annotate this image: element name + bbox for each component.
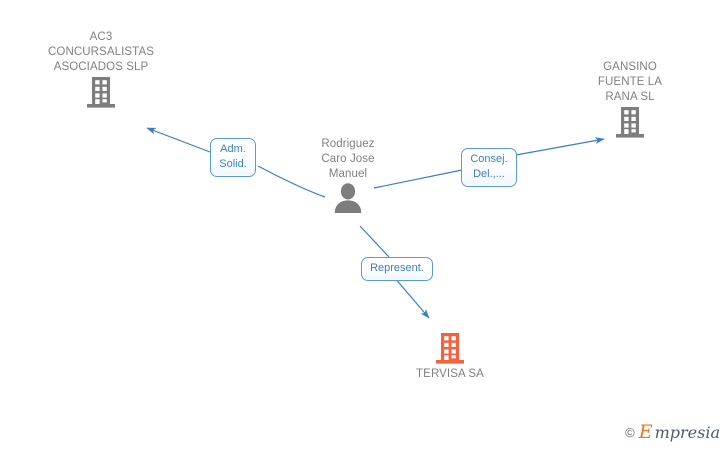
node-person-rodriguez-caro-jose-manuel[interactable]: Rodriguez Caro Jose Manuel [273,137,423,214]
brand-initial: E [638,421,653,443]
person-icon [273,182,423,214]
empresia-watermark: © E mpresia [625,423,720,442]
building-icon [555,105,705,139]
node-ac3[interactable]: AC3 CONCURSALISTAS ASOCIADOS SLP [26,30,176,109]
node-person-label: Rodriguez Caro Jose Manuel [321,138,375,180]
node-gansino-label: GANSINO FUENTE LA RANA SL [597,61,663,103]
building-icon [26,75,176,109]
edge-label-represent[interactable]: Represent. [361,257,433,281]
edge-label-consej-del[interactable]: Consej. Del.,... [461,148,517,187]
brand-name: mpresia [654,422,720,442]
building-icon [375,331,525,365]
node-gansino[interactable]: GANSINO FUENTE LA RANA SL [555,60,705,139]
edge-label-adm-solid[interactable]: Adm. Solid. [210,138,256,177]
node-tervisa-label: TERVISA SA [416,368,484,380]
node-ac3-label: AC3 CONCURSALISTAS ASOCIADOS SLP [48,31,154,73]
copyright-symbol: © [625,425,635,440]
node-tervisa[interactable]: TERVISA SA [375,331,525,382]
